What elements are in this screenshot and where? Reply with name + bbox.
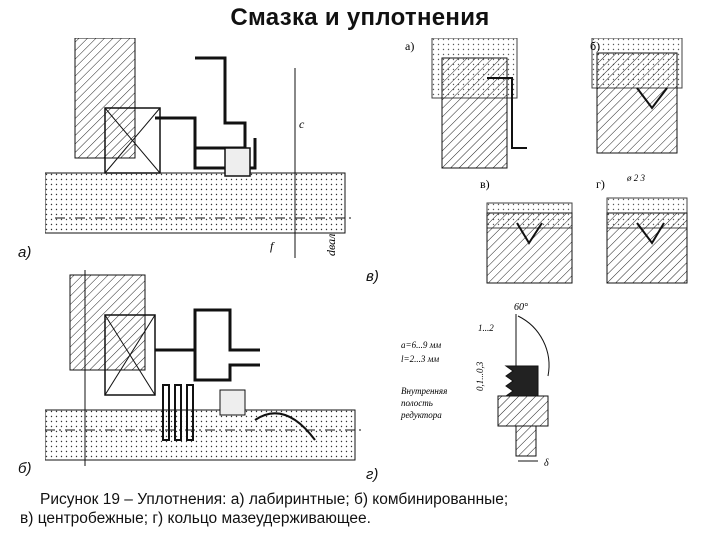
drawing-oil-retaining-ring: 60° 1...2 a=6...9 мм l=2...3 мм 0,1...0,… [398,296,562,486]
subfig-b-label: б) [590,39,600,53]
shaft-diameter-label: dвал [324,234,338,256]
figure-caption: Рисунок 19 – Уплотнения: а) лабиринтные;… [20,490,700,528]
inner-cavity-label-3: редуктора [400,410,442,420]
inner-cavity-label-1: Внутренняя [401,386,447,396]
subfig-v-label: в) [480,177,490,191]
figure-v-label: в) [366,268,379,285]
angle-label: 60° [514,302,528,313]
dim-01-03-label: 0,1...0,3 [475,361,485,391]
slide-title: Смазка и уплотнения [230,4,490,31]
l-range-label: l=2...3 мм [401,354,439,364]
inner-cavity-label-2: полость [401,398,433,408]
drawing-centrifugal-seals: а) б) в) г) ø 2 3 [402,38,688,290]
dim-g-top-label: ø 2 3 [626,173,646,183]
caption-line-2: в) центробежные; г) кольцо мазеудерживаю… [20,510,371,527]
dim-delta-label: δ [544,458,549,469]
dim-1-2-label: 1...2 [478,323,494,333]
subfig-a-label: а) [405,39,414,53]
drawing-labyrinth-seal: с f dвал [45,38,361,262]
dim-c-label: с [299,117,305,131]
figure-a-label: а) [18,244,32,261]
drawing-combined-seal [45,270,361,466]
figure-b-label: б) [18,460,32,477]
figure-g-label: г) [366,466,379,483]
dim-f-label: f [270,239,275,253]
subfig-g-label: г) [596,177,605,191]
caption-line-1: Рисунок 19 – Уплотнения: а) лабиринтные;… [40,491,509,508]
a-range-label: a=6...9 мм [401,340,441,350]
